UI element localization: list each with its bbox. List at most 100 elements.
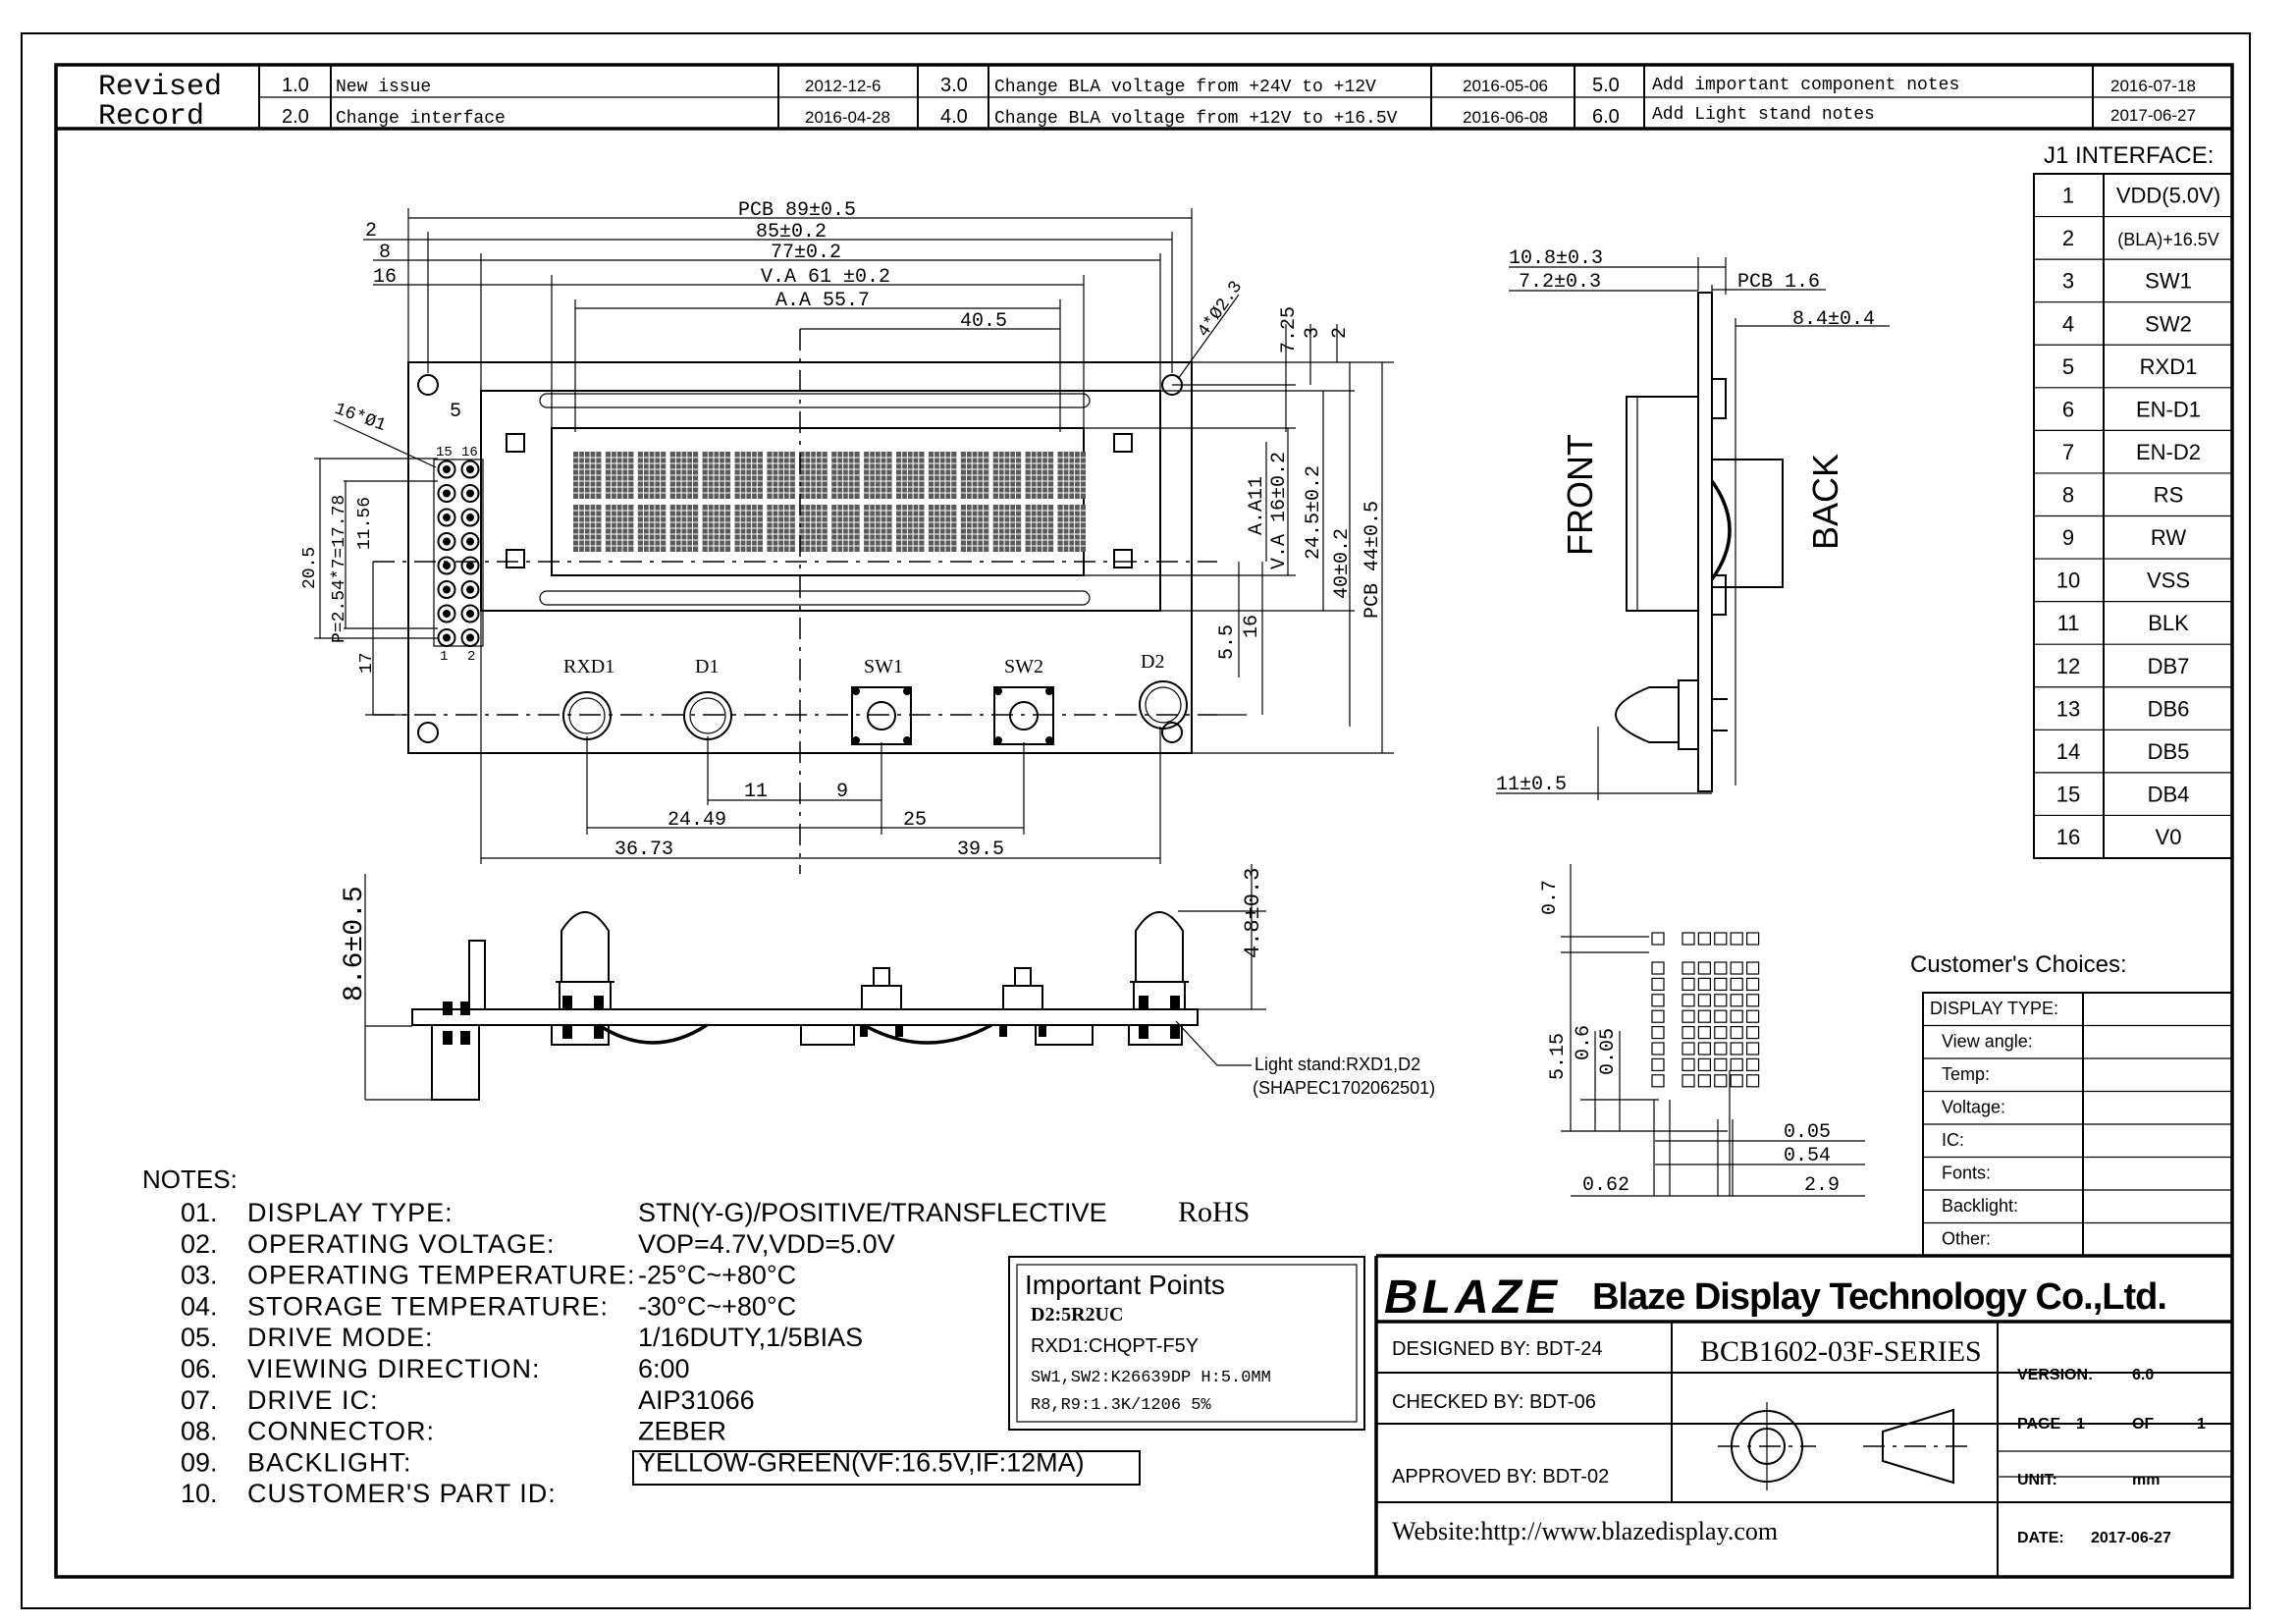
solder-pin [594,1025,604,1039]
dot-cell [1697,1057,1712,1072]
rxd1-label: RXD1 [563,656,614,677]
mount-hole [417,374,439,396]
unit-value: mm [2132,1472,2160,1489]
note-value: VOP=4.7V,VDD=5.0V [638,1229,895,1259]
note-label: OPERATING VOLTAGE: [247,1229,556,1259]
solder-pin [1170,996,1180,1009]
profile-led-left [561,911,610,983]
switch-leg [860,1025,868,1037]
sw2-label: SW2 [1004,656,1043,677]
dot-cell [1730,1025,1743,1040]
rev-date: 2012-12-6 [805,77,881,95]
lcd-bezel [480,390,1161,612]
dot-cell [1730,932,1743,946]
switch-leg [895,1025,903,1037]
dim-77: 77±0.2 [771,242,841,264]
note-value: ZEBER [638,1417,726,1446]
note-value: -30°C~+80°C [638,1291,796,1321]
rev-desc: Change BLA voltage from +12V to +16.5V [994,109,1398,129]
side-view: 10.8±0.3 7.2±0.3 PCB 1.6 8.4±0.4 11±0.5 … [1496,247,1890,800]
back-label: BACK [1805,454,1845,550]
dot-cell [1682,1009,1695,1023]
note-label: OPERATING TEMPERATURE: [247,1261,636,1290]
pin-number: 15 [2056,782,2080,806]
pin-name: V0 [2156,825,2182,849]
sw1-label: SW1 [864,656,903,677]
dot-cell [1730,1009,1743,1023]
connector-pin [460,604,480,623]
dot-cell [1682,994,1695,1007]
version-label: VERSION: [2017,1367,2093,1383]
side-led [1615,686,1680,743]
dim-9: 9 [836,781,848,803]
switch-leg [999,1025,1007,1037]
pin-number: 9 [2062,525,2074,550]
pin-header [433,459,484,647]
dim-pin-dia: 16*Ø1 [332,400,389,436]
note-value: 1/16DUTY,1/5BIAS [638,1323,863,1352]
note-number: 04. [181,1291,218,1321]
designed-by: DESIGNED BY: BDT-24 [1392,1338,1603,1360]
note-value: AIP31066 [638,1385,755,1415]
connector-pin [437,532,456,551]
note-number: 09. [181,1447,218,1477]
note-value: 6:00 [638,1354,690,1383]
pin-name: SW1 [2145,269,2192,294]
dot-cell [1745,994,1760,1007]
dim-va-width: V.A 61 ±0.2 [761,266,890,289]
connector-pin [437,484,456,503]
connector-pin [460,532,480,551]
important-line: R8,R9:1.3K/1206 5% [1031,1396,1211,1415]
dot-cell [1651,1057,1665,1072]
rohs-mark: RoHS [1178,1196,1250,1228]
dot-cell [1651,1009,1665,1023]
dim-0-54: 0.54 [1784,1145,1831,1167]
dot-cell [1697,961,1712,975]
dim-5: 5 [450,401,461,423]
dot-cell [1714,994,1728,1007]
dim-pcb-1-6: PCB 1.6 [1737,271,1820,294]
dim-aa-width: A.A 55.7 [775,290,870,312]
dot-cell [1697,1074,1712,1088]
dim-5-15: 5.15 [1547,1033,1570,1080]
light-stand-note: Light stand:RXD1,D2 [1255,1055,1420,1074]
dim-11: 11 [744,781,768,803]
connector-pin [437,604,456,623]
note-value: STN(Y-G)/POSITIVE/TRANSFLECTIVE [638,1198,1107,1227]
rev-ver: 4.0 [940,106,968,128]
rev-date: 2016-07-18 [2110,77,2196,95]
pin-number: 2 [2062,226,2074,250]
dot-cell [1697,1025,1712,1040]
revision-table: Revised Record 1.0 New issue 2012-12-6 2… [56,65,2232,134]
dot-cell [1745,932,1760,946]
dim-4-8: 4.8±0.3 [1241,868,1265,958]
dot-cell [1697,932,1712,946]
pin-label: 16 [461,445,478,460]
dot-cell [1730,961,1743,975]
dim-7-25: 7.25 [1278,306,1301,353]
pin-name: RXD1 [2140,354,2198,379]
dot-cell [1682,961,1695,975]
solder-pin [562,1025,572,1039]
solder-pin [443,1031,453,1045]
rev-date: 2016-05-06 [1463,77,1548,95]
dot-cell [1745,1057,1760,1072]
model-number: BCB1602-03F-SERIES [1700,1335,1982,1368]
solder-pin [594,996,604,1009]
dot-cell [1682,932,1695,946]
pin-number: 16 [2056,825,2080,849]
note-number: 03. [181,1261,218,1290]
note-number: 02. [181,1229,218,1259]
dot-cell [1714,1042,1728,1056]
connector-pin [460,460,480,479]
d2-led [1139,680,1188,730]
profile-led-right [1135,911,1184,983]
d1-led [683,691,732,740]
dot-cell [1730,977,1743,992]
dim-pcb-width: PCB 89±0.5 [738,199,856,222]
connector-pin [460,508,480,527]
pin-label: 15 [436,445,453,460]
note-number: 05. [181,1323,218,1352]
dim-20-5: 20.5 [300,547,320,589]
dim-8-6: 8.6±0.5 [340,886,370,1001]
